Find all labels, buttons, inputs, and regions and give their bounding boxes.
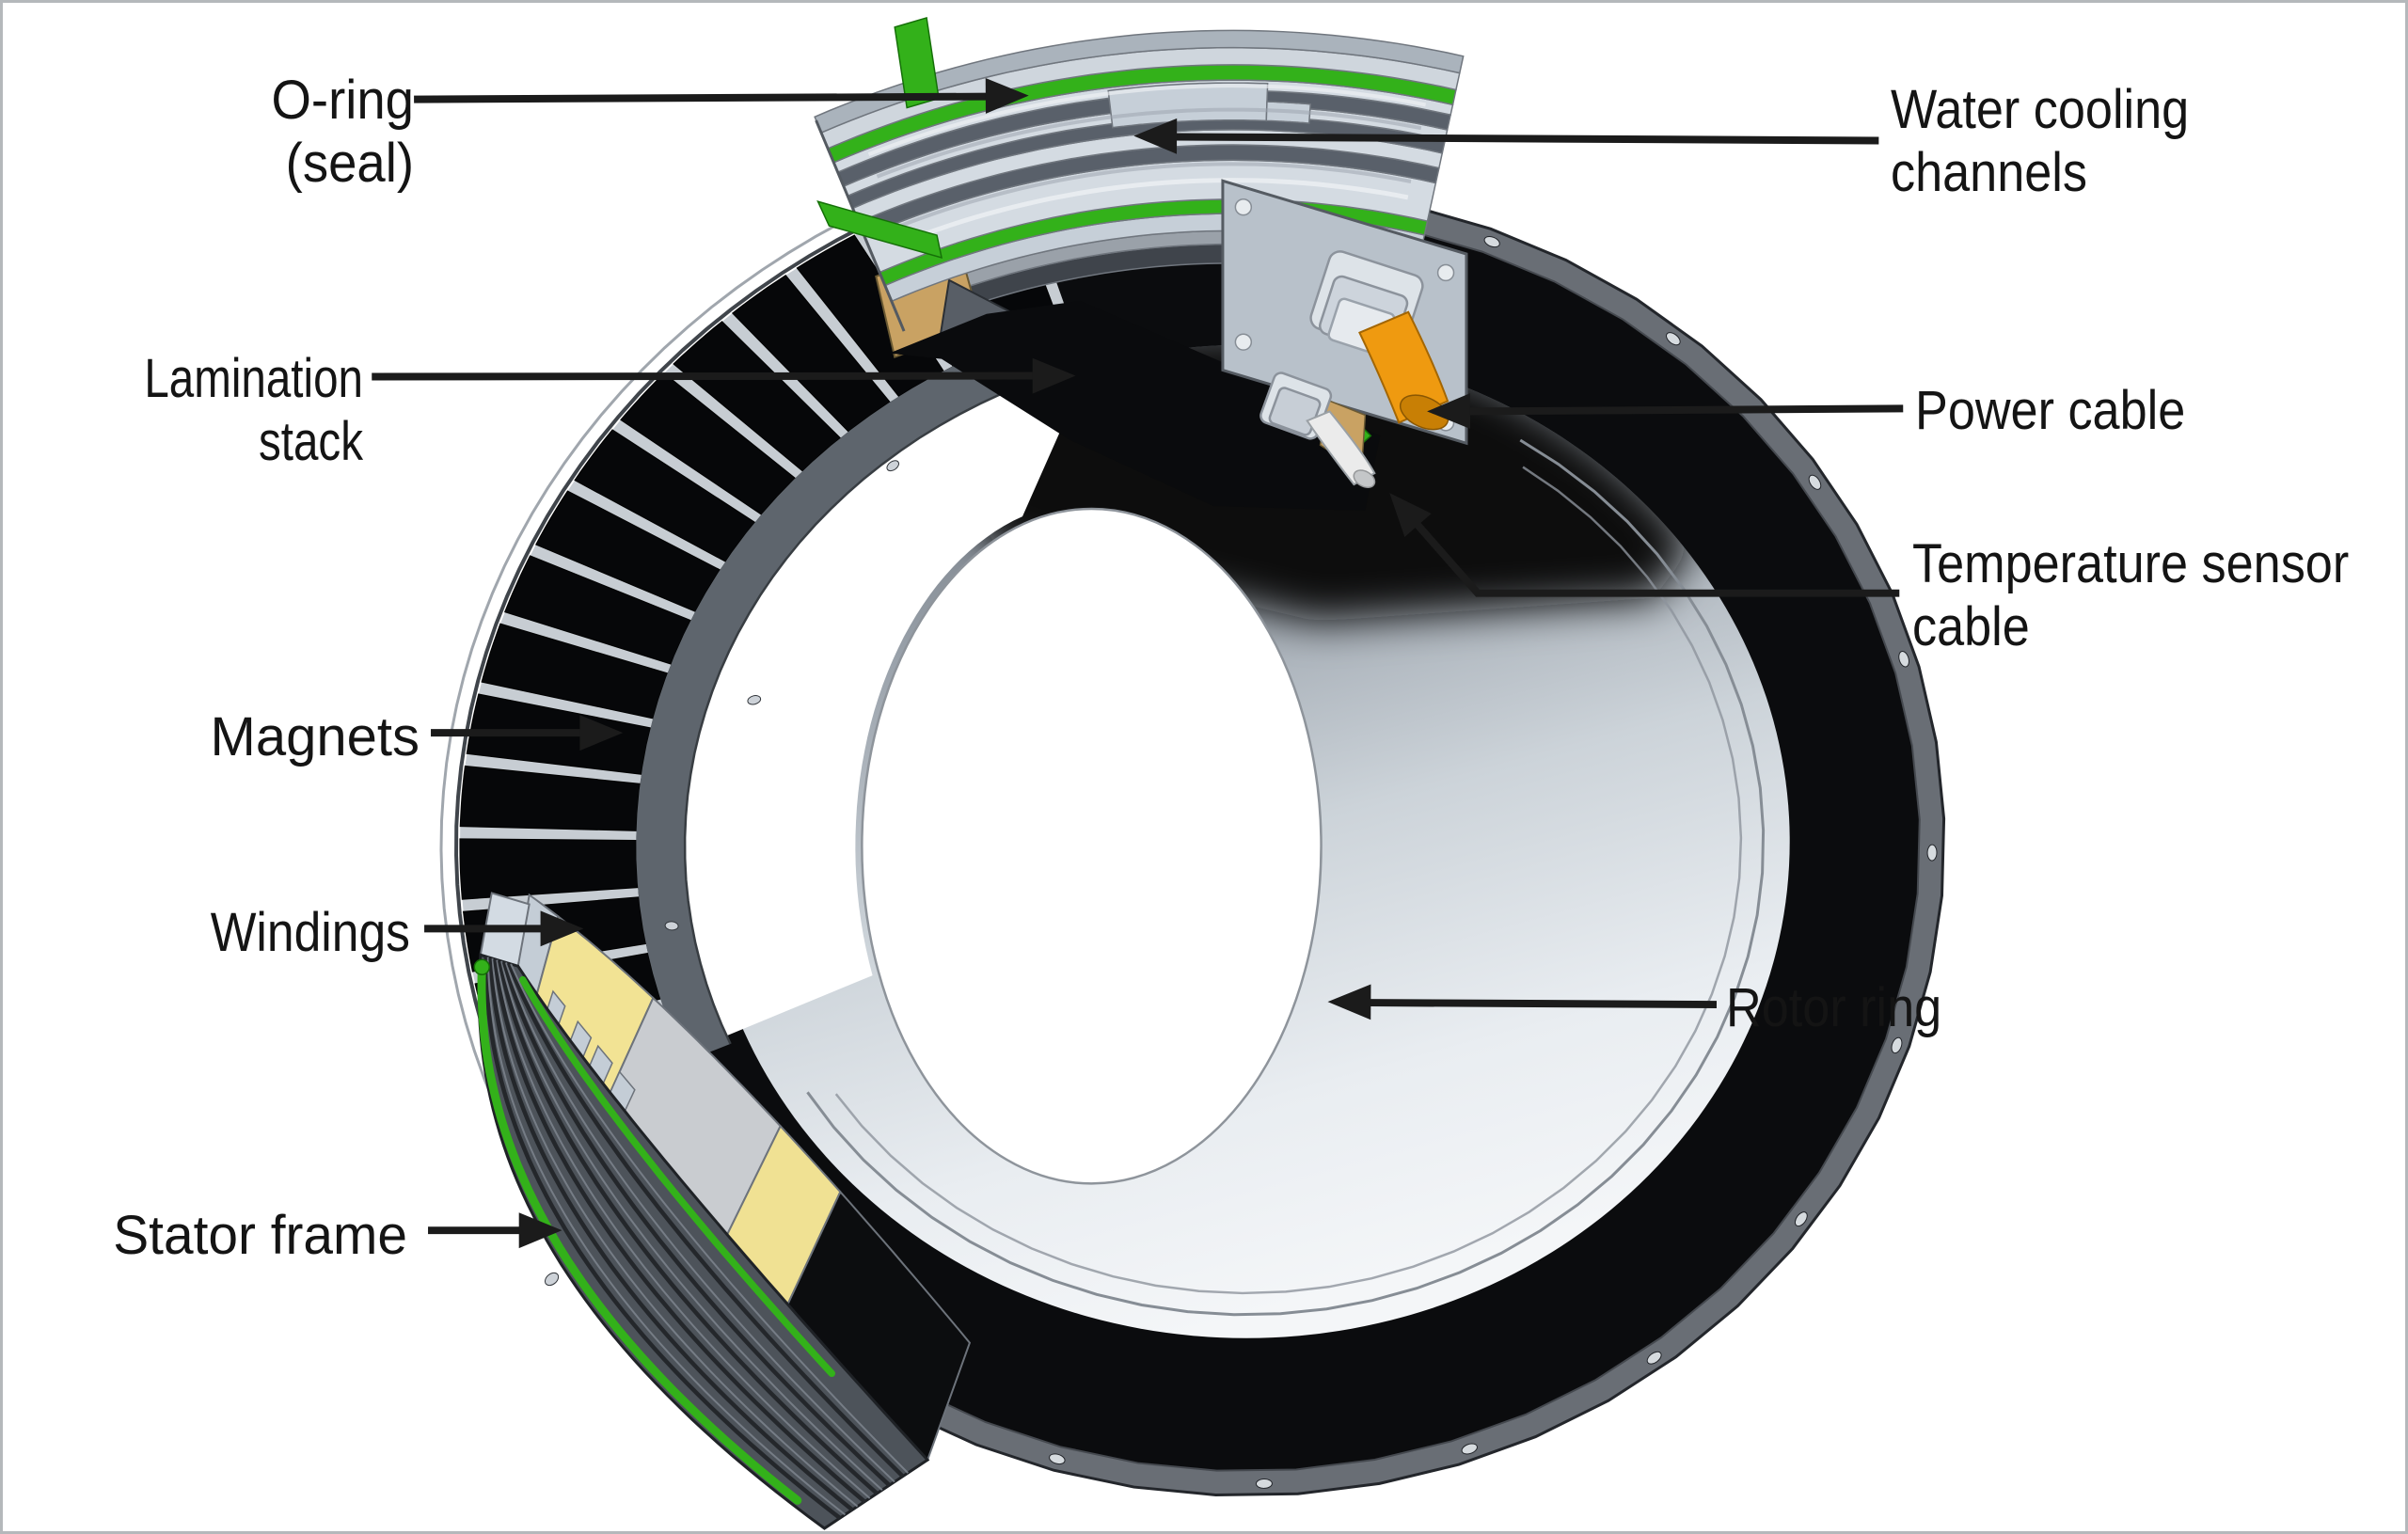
bolt-hole xyxy=(1808,474,1822,490)
magnet-tile xyxy=(535,490,721,612)
label-rotor-ring: Rotor ring xyxy=(1726,977,1942,1038)
removed-segment-gap xyxy=(685,362,1091,1036)
rivet xyxy=(747,695,762,705)
label-power-cable: Power cable xyxy=(1915,380,2186,441)
sensor-cable-end xyxy=(1353,469,1376,489)
magnet-tile xyxy=(731,274,891,433)
label-stator-frame: Stator frame xyxy=(113,1205,407,1266)
bolt-hole xyxy=(1646,1351,1662,1365)
bolt-hole xyxy=(1483,236,1500,248)
bolt-hole xyxy=(1891,1036,1903,1054)
magnet-tile xyxy=(673,321,842,472)
label-temperature-sensor: Temperature sensor cable xyxy=(1912,533,2350,658)
label-o-ring: O-ring (seal) xyxy=(271,70,414,195)
bolt-hole xyxy=(1461,1443,1478,1455)
magnet-tile xyxy=(459,765,642,831)
o-ring-tail xyxy=(816,200,943,260)
bolt-hole xyxy=(1926,844,1938,862)
power-cable-end xyxy=(1399,394,1450,431)
plate-screw xyxy=(1436,263,1455,282)
raised-block xyxy=(1107,82,1269,129)
leader-rotor-arrowhead xyxy=(1327,984,1371,1020)
segment-underside xyxy=(889,300,1381,512)
power-cable xyxy=(1358,310,1450,424)
rivet xyxy=(664,921,679,931)
bolt-hole xyxy=(1255,1478,1273,1489)
plate-screw xyxy=(1234,333,1253,351)
bolt-hole xyxy=(1898,650,1909,668)
leader-water xyxy=(1175,133,1879,145)
leader-power-arrowhead xyxy=(1427,393,1471,430)
temperature-sensor-cable xyxy=(1306,410,1376,486)
leader-temp xyxy=(1400,505,1900,597)
rotor-front-edge xyxy=(636,319,1091,1062)
leader-power xyxy=(1467,404,1904,416)
leader-lamination-arrowhead xyxy=(1032,357,1076,394)
leader-temp-arrowhead xyxy=(1389,493,1432,538)
label-windings: Windings xyxy=(210,902,410,963)
rivet xyxy=(545,1272,560,1287)
leader-stator-arrowhead xyxy=(518,1212,562,1249)
motor-exploded-diagram xyxy=(372,16,1946,1530)
o-ring-cord xyxy=(519,975,835,1378)
leader-water-arrowhead xyxy=(1133,118,1178,154)
open-gap xyxy=(685,362,1091,1036)
rivet xyxy=(886,460,899,472)
leader-o-ring-arrowhead xyxy=(985,78,1029,114)
magnet-tile xyxy=(481,623,669,720)
leader-o-ring xyxy=(414,92,989,103)
callout-leaders xyxy=(372,78,1904,1249)
label-magnets: Magnets xyxy=(210,706,420,767)
bolt-hole xyxy=(1049,1453,1066,1465)
label-lamination-stack: Lamination stack xyxy=(144,348,363,473)
back-bevel xyxy=(814,29,1465,134)
leader-lamination xyxy=(372,372,1036,381)
ring-bore xyxy=(861,507,1323,1185)
stator-cooling-segment xyxy=(814,16,1468,512)
label-water-cooling: Water cooling channels xyxy=(1891,79,2190,204)
leader-magnets-arrowhead xyxy=(579,715,624,751)
magnet-tile xyxy=(620,372,797,515)
stator-frame-segment xyxy=(473,892,972,1530)
magnet-tile xyxy=(796,234,944,398)
bolt-hole xyxy=(1794,1211,1808,1227)
plate-screw xyxy=(1234,198,1253,216)
bolt-hole xyxy=(1666,332,1681,346)
magnet-tile xyxy=(459,838,639,900)
leader-windings-arrowhead xyxy=(540,910,584,947)
magnet-tile xyxy=(503,555,692,665)
leader-rotor xyxy=(1368,999,1718,1009)
